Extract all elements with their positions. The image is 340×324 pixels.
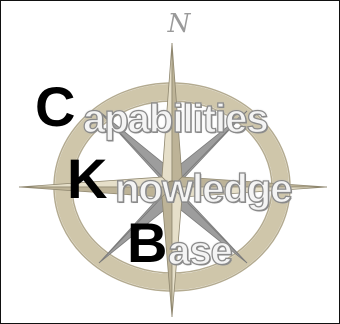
diagonal-points	[98, 110, 248, 264]
capabilities-text: apabilities	[82, 97, 269, 141]
base-initial: B	[127, 211, 168, 274]
capabilities-initial: C	[35, 75, 76, 138]
north-letter: N	[167, 9, 191, 39]
base-text: ase	[167, 229, 233, 273]
compass-center	[165, 180, 179, 194]
cardinal-points	[18, 42, 328, 318]
knowledge-initial: K	[67, 147, 108, 210]
knowledge-text: nowledge	[114, 167, 293, 211]
